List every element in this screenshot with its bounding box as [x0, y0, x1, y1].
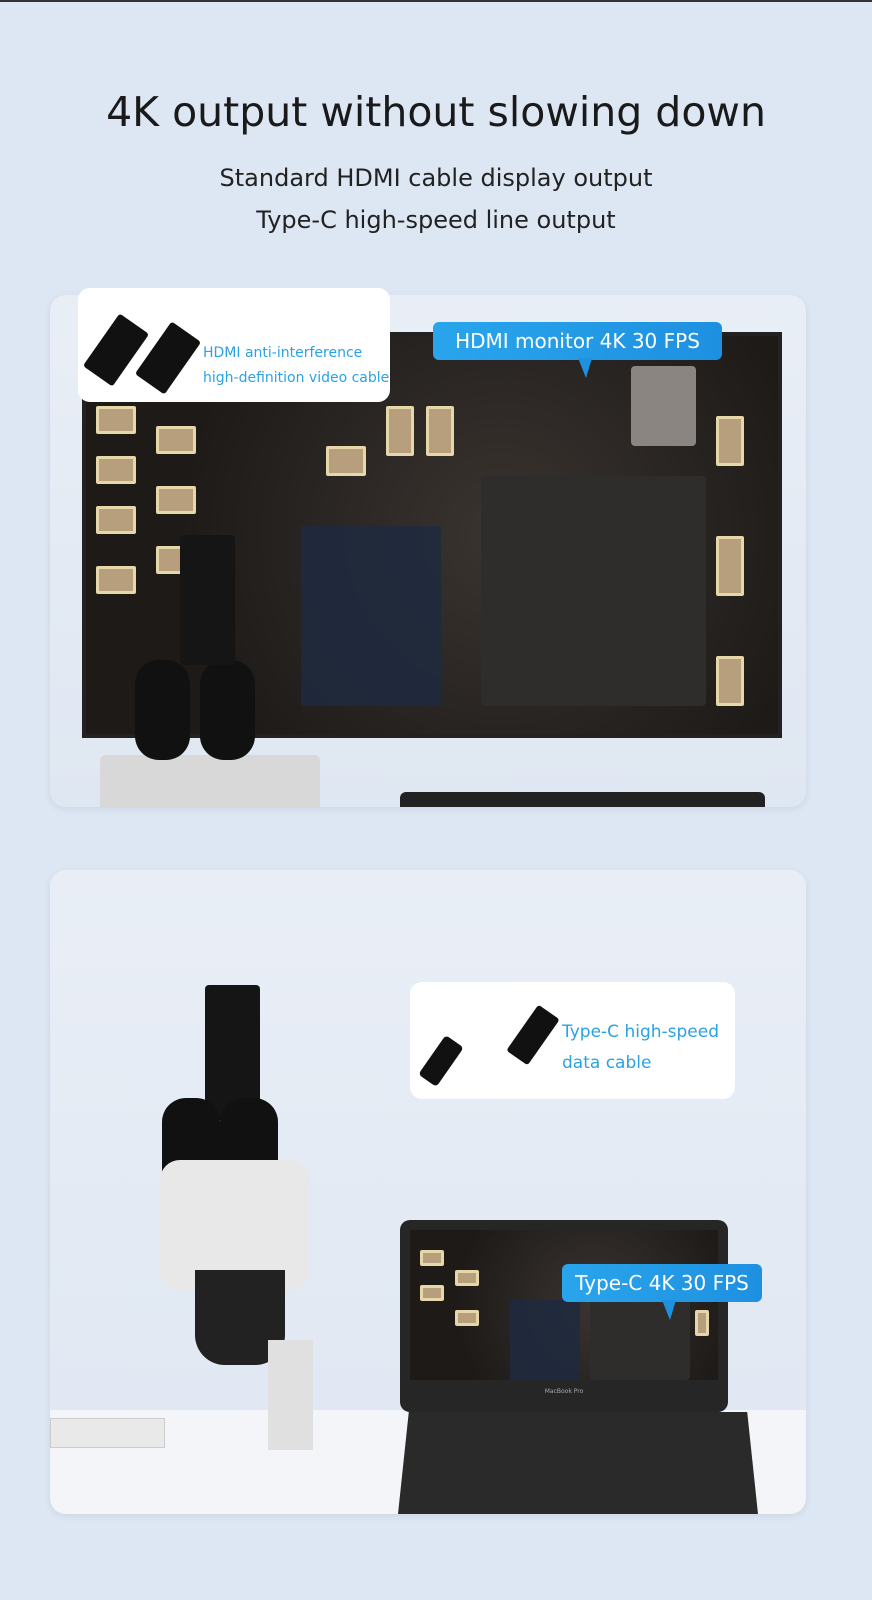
- usb-a-plug-icon: [506, 1004, 560, 1066]
- typec-callout-line-2: data cable: [562, 1053, 652, 1073]
- hdmi-callout-line-2: high-definition video cable: [203, 370, 390, 386]
- typec-fps-bubble: Type-C 4K 30 FPS: [562, 1264, 762, 1320]
- laptop-screen: MacBook Pro: [400, 1220, 728, 1412]
- power-strip: [50, 1418, 165, 1448]
- camera-module: [180, 535, 235, 665]
- laptop-brand-label: MacBook Pro: [544, 1388, 584, 1395]
- hdmi-callout-line-1: HDMI anti-interference: [203, 345, 363, 361]
- hdmi-cable-callout: HDMI anti-interference high-definition v…: [78, 288, 390, 402]
- subtitle-typec: Type-C high-speed line output: [256, 206, 616, 234]
- camera-module: [205, 985, 260, 1120]
- hdmi-fps-bubble: HDMI monitor 4K 30 FPS: [433, 322, 722, 378]
- type-c-plug-icon: [418, 1035, 464, 1087]
- typec-callout-line-1: Type-C high-speed: [562, 1022, 720, 1042]
- eyepiece-right: [200, 660, 255, 760]
- page-title: 4K output without slowing down: [106, 88, 766, 136]
- laptop-keyboard: [398, 1412, 758, 1514]
- microscope-stand: [268, 1340, 313, 1450]
- keyboard-edge: [400, 792, 765, 807]
- microscope-body: [160, 1160, 310, 1290]
- eyepiece-left: [135, 660, 190, 760]
- typec-cable-callout: Type-C high-speed data cable: [410, 982, 735, 1099]
- subtitle-hdmi: Standard HDMI cable display output: [219, 164, 653, 192]
- typec-panel: MacBook Pro: [50, 870, 806, 1514]
- microscope-base: [100, 755, 320, 807]
